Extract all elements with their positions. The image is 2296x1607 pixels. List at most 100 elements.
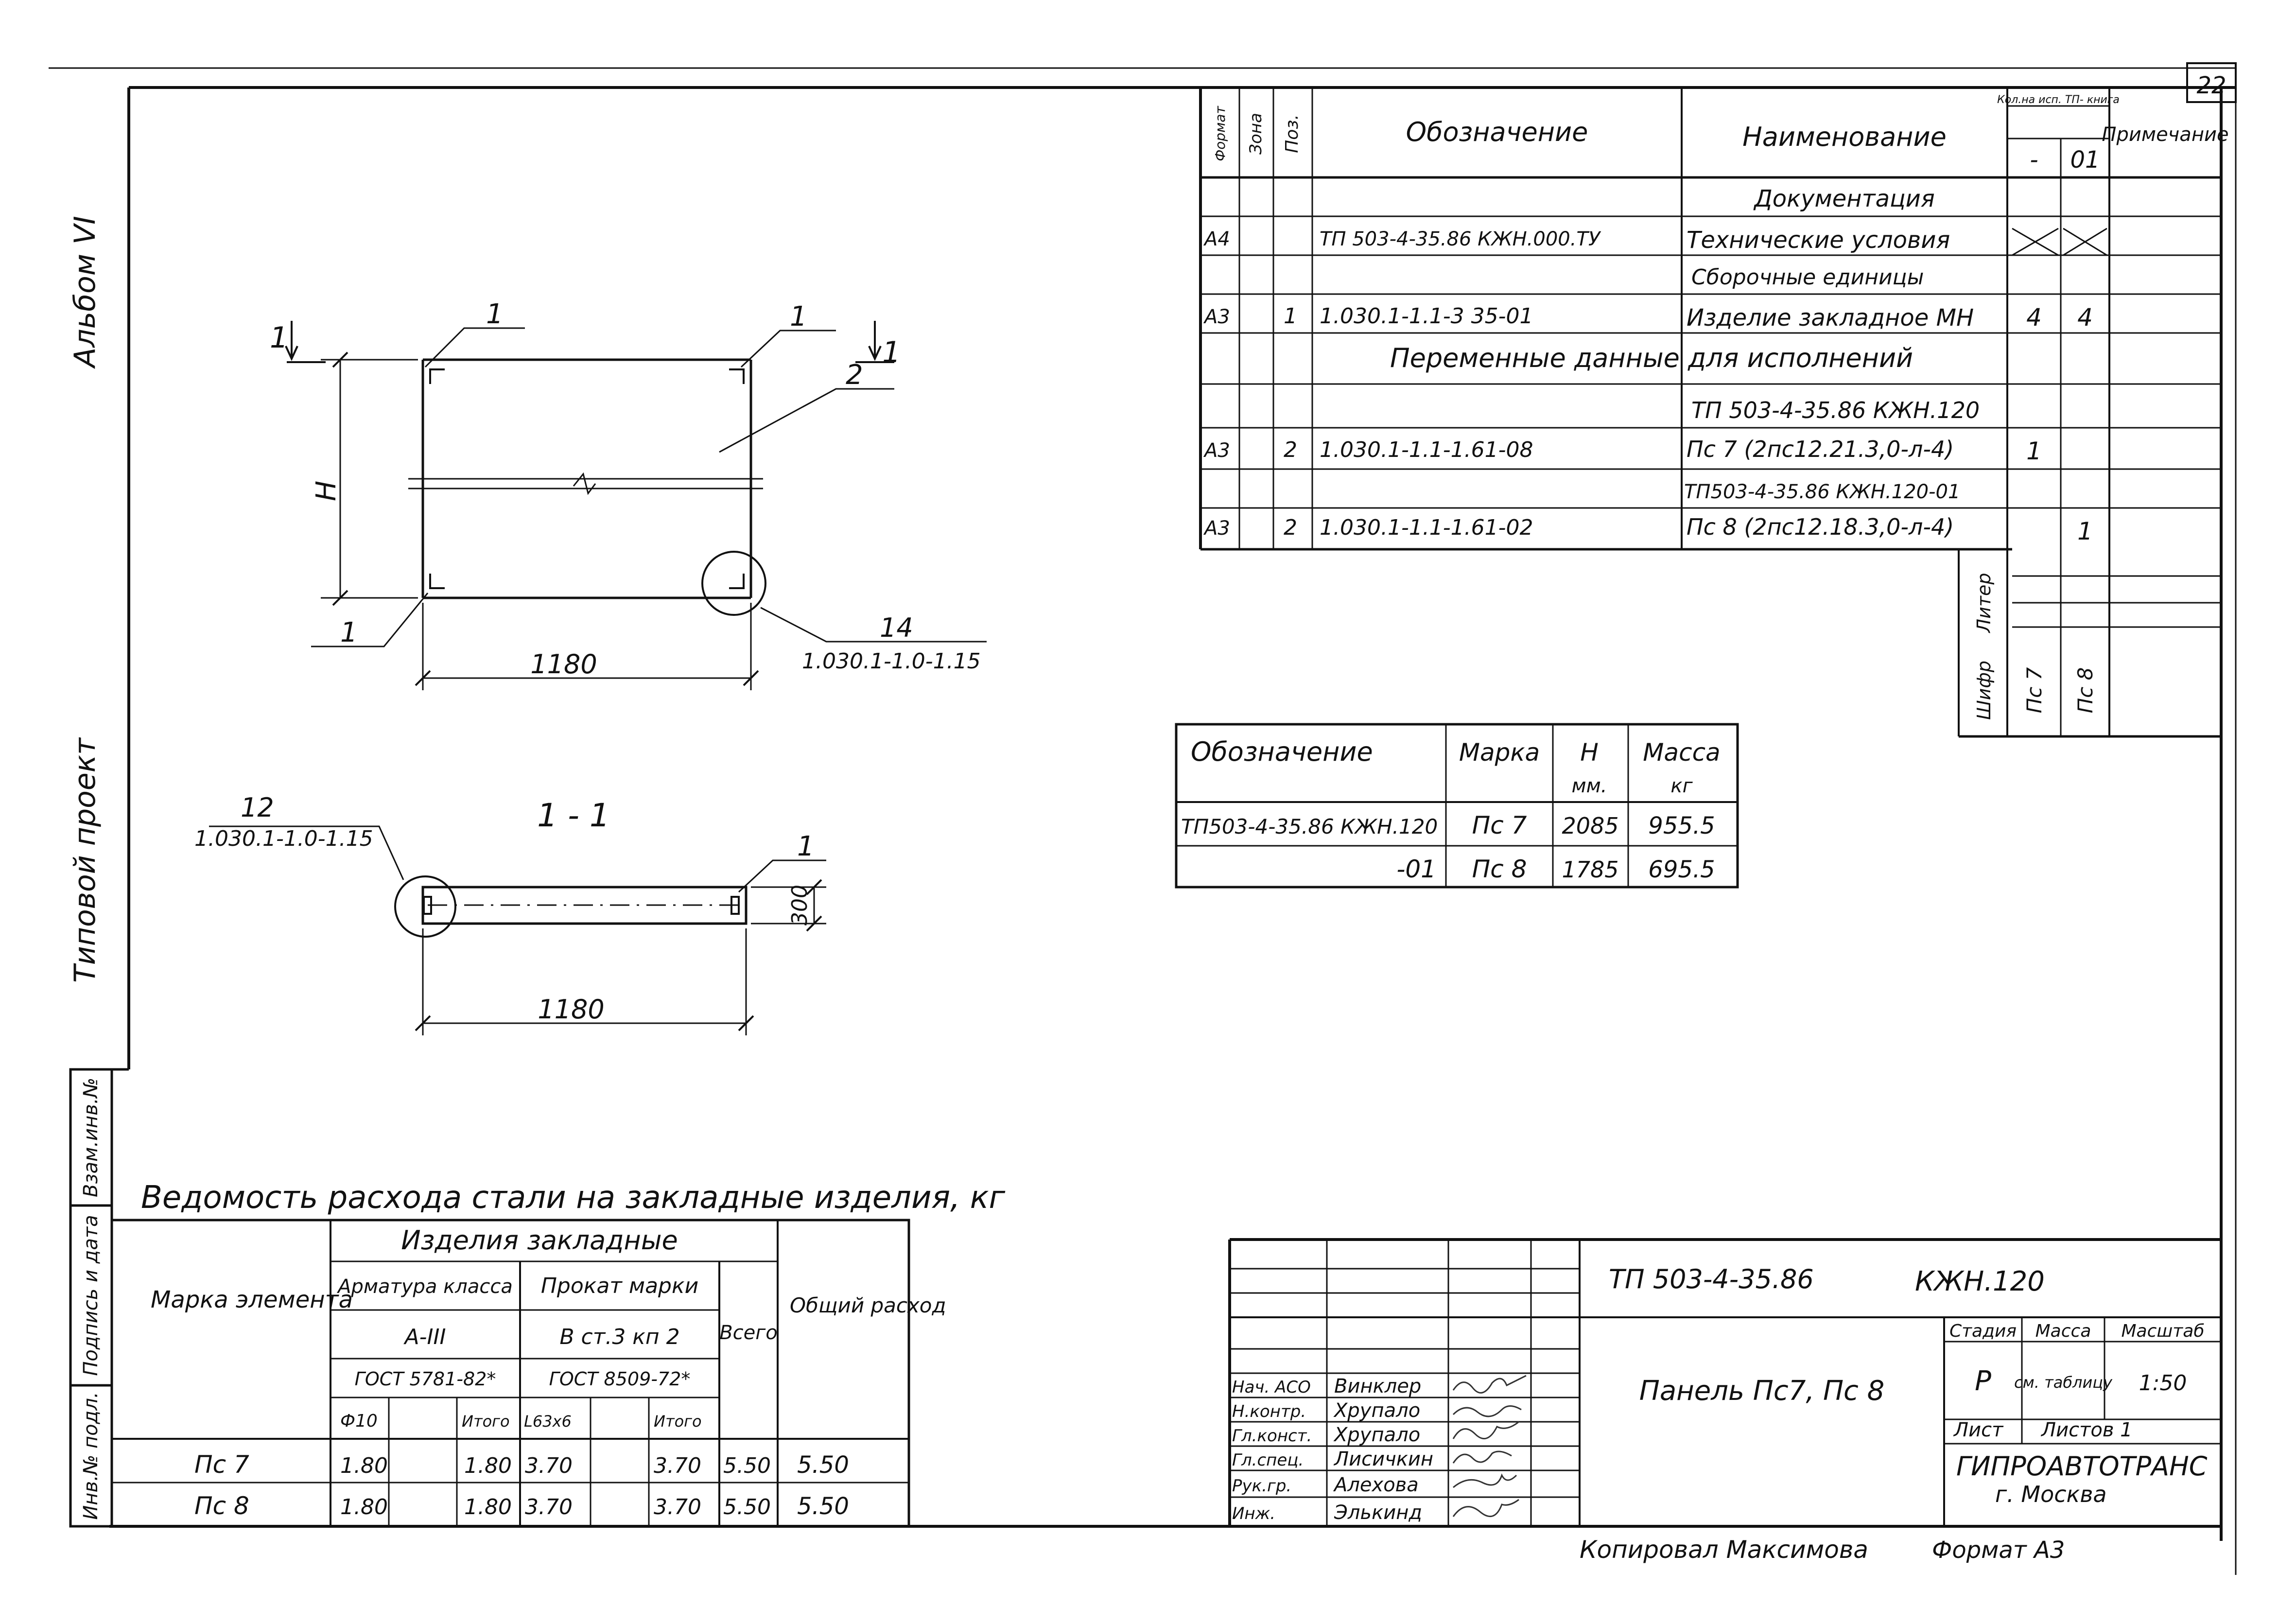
mass-row-2-h: 1785	[1562, 856, 1618, 883]
steel-row-2-mark: Пс 8	[194, 1492, 249, 1520]
signer-role-1: Нач. АСО	[1232, 1378, 1311, 1397]
plan-pos-1-top-left: 1	[486, 298, 504, 330]
mass-row-2-mass: 695.5	[1648, 856, 1715, 883]
spec-row-6-pos: 2	[1284, 437, 1297, 462]
spec-header-pos: Поз.	[1282, 114, 1302, 153]
section-detail-number: 12	[241, 792, 274, 823]
steel-row-2-general: 5.50	[797, 1493, 849, 1520]
section-pos-1: 1	[797, 831, 815, 862]
spec-header-format: Формат	[1212, 106, 1228, 161]
spec-header-name: Наименование	[1742, 122, 1947, 152]
steel-row-2-angle: 3.70	[525, 1495, 573, 1520]
spec-side-liter: Литер	[1973, 573, 1995, 634]
steel-header-items: Изделия закладные	[401, 1225, 678, 1256]
title-block-organization: ГИПРОАВТОТРАНС	[1956, 1451, 2208, 1482]
plan-detail-reference: 1.030.1-1.0-1.15	[802, 649, 981, 674]
signer-role-3: Гл.конст.	[1232, 1426, 1312, 1446]
signer-name-2: Хрупало	[1333, 1399, 1420, 1422]
spec-row-3-designation: 1.030.1-1.1-3 35-01	[1320, 304, 1533, 329]
steel-header-profile-grade: В ст.3 кп 2	[559, 1325, 679, 1349]
signer-name-1: Винклер	[1334, 1375, 1421, 1397]
spec-header-designation: Обозначение	[1406, 117, 1588, 147]
signer-role-5: Рук.гр.	[1232, 1476, 1291, 1496]
mass-row-1-mark: Пс 7	[1472, 811, 1527, 839]
stamp-inv-original: Инв.№ подл.	[80, 1392, 102, 1520]
spec-side-pc7: Пс 7	[2022, 667, 2046, 713]
spec-row-lines	[1200, 215, 2221, 738]
title-block-mass: см. таблицу	[2014, 1373, 2113, 1392]
spec-row-6-qty-a: 1	[2026, 437, 2042, 465]
mass-header-mark: Марка	[1459, 738, 1540, 767]
section-detail-reference: 1.030.1-1.0-1.15	[194, 826, 373, 851]
spec-side-cipher: Шифр	[1973, 661, 1995, 720]
steel-header-rebar-std: ГОСТ 5781-82*	[355, 1368, 496, 1390]
steel-row-2-all: 5.50	[723, 1495, 771, 1520]
mass-row-2-designation: -01	[1396, 855, 1436, 883]
title-block-stage-header: Стадия	[1949, 1321, 2017, 1341]
spec-row-1-designation: ТП 503-4-35.86 КЖН.000.ТУ	[1320, 228, 1601, 250]
steel-header-profile: Прокат марки	[541, 1274, 698, 1298]
steel-header-total-rebar: Итого	[462, 1412, 510, 1431]
steel-header-rebar-class: А-III	[403, 1325, 446, 1349]
title-block-stage: Р	[1975, 1365, 1991, 1397]
spec-row-6-name: Пс 7 (2пс12.21.3,0-л-4)	[1687, 436, 1954, 462]
spec-header-qty-a: -	[2030, 146, 2038, 174]
spec-row-3-format: А3	[1203, 306, 1230, 328]
steel-row-1-general: 5.50	[797, 1451, 849, 1479]
spec-row-documentation: Документация	[1753, 185, 1935, 212]
specification-table	[1199, 87, 2221, 738]
spec-row-8-name: Пс 8 (2пс12.18.3,0-л-4)	[1687, 514, 1954, 540]
steel-header-angle: L63х6	[524, 1412, 572, 1431]
title-block-city: г. Москва	[1995, 1481, 2107, 1507]
mass-header-h: Н	[1580, 738, 1599, 767]
mass-header-mass: Масса	[1643, 738, 1720, 767]
mass-header-mass-unit: кг	[1670, 775, 1693, 797]
spec-row-6-format: А3	[1203, 439, 1230, 462]
spec-row-5-name: ТП 503-4-35.86 КЖН.120	[1691, 397, 1980, 423]
steel-row-1-all: 5.50	[723, 1453, 771, 1478]
spec-row-3-pos: 1	[1284, 304, 1297, 329]
spec-row-8-qty-b: 1	[2077, 517, 2093, 545]
mass-row-1-designation: ТП503-4-35.86 КЖН.120	[1181, 815, 1438, 838]
steel-header-rebar: Арматура класса	[336, 1275, 513, 1298]
steel-header-total-profile: Итого	[654, 1412, 702, 1431]
spec-row-7-name: ТП503-4-35.86 КЖН.120-01	[1684, 481, 1960, 503]
height-dimension-label: Н	[311, 481, 342, 501]
mass-header-h-unit: мм.	[1571, 775, 1607, 797]
title-block	[1228, 1238, 2221, 1526]
plan-pos-2: 2	[846, 359, 863, 391]
steel-row-1-total-profile: 3.70	[654, 1453, 701, 1478]
steel-header-profile-std: ГОСТ 8509-72*	[549, 1368, 691, 1390]
panel-plan-view	[285, 321, 987, 690]
title-block-mass-header: Масса	[2035, 1321, 2091, 1341]
plan-pos-1-bottom-left: 1	[340, 617, 358, 648]
signer-role-4: Гл.спец.	[1232, 1450, 1304, 1470]
steel-header-d10: Ф10	[340, 1411, 378, 1431]
plan-pos-1-top-right: 1	[790, 301, 807, 332]
section-mark-right: 1	[882, 335, 901, 369]
section-width-dimension: 1180	[538, 994, 604, 1025]
plan-width-dimension: 1180	[530, 649, 597, 680]
spec-side-pc8: Пс 8	[2073, 667, 2097, 714]
section-mark-left: 1	[270, 321, 288, 355]
steel-row-2-total-rebar: 1.80	[464, 1495, 512, 1520]
steel-row-1-d10: 1.80	[340, 1453, 388, 1478]
mass-row-1-mass: 955.5	[1648, 812, 1715, 839]
steel-row-1-mark: Пс 7	[194, 1450, 249, 1479]
spec-row-8-format: А3	[1203, 517, 1230, 540]
sheet-number: 22	[2196, 72, 2226, 99]
footer-copied-by: Копировал Максимова	[1580, 1536, 1868, 1564]
spec-row-1-format: А4	[1203, 228, 1230, 250]
spec-row-8-pos: 2	[1284, 515, 1297, 540]
footer-format: Формат А3	[1932, 1537, 2065, 1564]
panel-section-view	[209, 825, 826, 1035]
title-block-title: Панель Пс7, Пс 8	[1639, 1375, 1885, 1407]
signer-role-2: Н.контр.	[1232, 1402, 1306, 1421]
album-label: Альбом VI	[68, 216, 102, 369]
mass-table	[1175, 723, 1739, 889]
title-block-code: ТП 503-4-35.86	[1609, 1264, 1814, 1294]
signer-name-5: Алехова	[1333, 1474, 1419, 1496]
title-block-code2: КЖН.120	[1915, 1266, 2045, 1297]
plan-detail-number: 14	[880, 612, 913, 643]
